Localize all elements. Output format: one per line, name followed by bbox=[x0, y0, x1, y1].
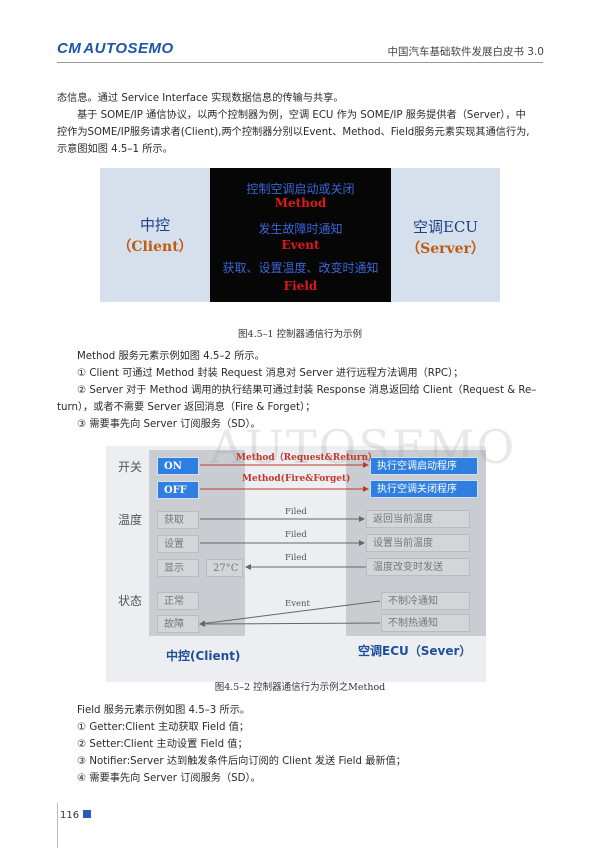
figure2-caption: 图4.5–2 控制器通信行为示例之Method bbox=[214, 682, 386, 693]
paragraph-line: 态信息。通过 Service Interface 实现数据信息的传输与共享。 bbox=[57, 93, 344, 104]
document-title: 中国汽车基础软件发展白皮书 3.0 bbox=[387, 46, 544, 58]
arrow-label-event: Event bbox=[285, 599, 310, 609]
arrow-label-filed: Filed bbox=[285, 507, 307, 517]
logo-text: AUTOSEMO bbox=[83, 40, 174, 57]
temperature-display: 27°C bbox=[206, 559, 243, 577]
paragraph-line: 基于 SOME/IP 通信协议，以两个控制器为例，空调 ECU 作为 SOME/… bbox=[77, 110, 526, 121]
server-no-cooling: 不制冷通知 bbox=[381, 592, 470, 610]
set-temp-button[interactable]: 设置 bbox=[157, 535, 199, 553]
method-description: 控制空调启动或关闭 bbox=[246, 182, 355, 196]
arrow-label-method-rr: Method（Request&Return） bbox=[236, 453, 377, 463]
paragraph-line: Method 服务元素示例如图 4.5–2 所示。 bbox=[77, 351, 265, 362]
server-footer-label: 空调ECU（Sever） bbox=[358, 644, 472, 658]
server-return-temp: 返回当前温度 bbox=[366, 510, 470, 528]
list-item: ② Setter:Client 主动设置 Field 值； bbox=[77, 739, 248, 750]
group-label-status: 状态 bbox=[118, 594, 143, 608]
arrow-label-filed: Filed bbox=[285, 530, 307, 540]
list-item: ③ 需要事先向 Server 订阅服务（SD）。 bbox=[77, 419, 261, 430]
server-block: 空调ECU （Server） bbox=[391, 216, 500, 260]
footer-divider bbox=[57, 803, 58, 848]
server-set-temp: 设置当前温度 bbox=[366, 534, 470, 552]
server-subtitle: （Server） bbox=[406, 241, 485, 257]
header-divider bbox=[57, 62, 543, 63]
arrow-event-1 bbox=[199, 600, 381, 627]
list-item: turn），或者不需要 Server 返回消息（Fire & Forget）； bbox=[57, 402, 316, 413]
event-description: 发生故障时通知 bbox=[258, 222, 343, 236]
arrow-label-method-ff: Method(Fire&Forget) bbox=[242, 474, 351, 484]
server-no-heating: 不制热通知 bbox=[381, 614, 470, 632]
logo-prefix: CM bbox=[57, 40, 82, 57]
client-block: 中控 （Client） bbox=[100, 214, 210, 258]
list-item: ④ 需要事先向 Server 订阅服务（SD）。 bbox=[77, 773, 261, 784]
field-label: Field bbox=[283, 279, 318, 293]
off-button[interactable]: OFF bbox=[157, 481, 199, 499]
page-number: 116 bbox=[60, 810, 80, 821]
on-button[interactable]: ON bbox=[157, 457, 199, 475]
paragraph-line: Field 服务元素示例如图 4.5–3 所示。 bbox=[77, 705, 251, 716]
list-item: ① Client 可通过 Method 封装 Request 消息对 Serve… bbox=[77, 368, 464, 379]
status-fault-indicator: 故障 bbox=[157, 615, 199, 633]
field-description: 获取、设置温度、改变时通知 bbox=[222, 261, 379, 275]
server-temp-change: 温度改变时发送 bbox=[366, 558, 470, 576]
arrow-label-filed: Filed bbox=[285, 553, 307, 563]
page-marker bbox=[83, 810, 91, 818]
group-label-switch: 开关 bbox=[118, 460, 143, 474]
show-temp-button[interactable]: 显示 bbox=[157, 559, 199, 577]
arrow-layer bbox=[199, 462, 381, 627]
server-title: 空调ECU bbox=[412, 218, 479, 236]
client-subtitle: （Client） bbox=[117, 239, 193, 255]
event-label: Event bbox=[281, 238, 320, 252]
get-temp-button[interactable]: 获取 bbox=[157, 511, 199, 529]
field-text-block: Field 服务元素示例如图 4.5–3 所示。 ① Getter:Client… bbox=[57, 702, 547, 787]
method-label: Method bbox=[274, 196, 327, 210]
client-title: 中控 bbox=[139, 216, 170, 234]
method-text-block: Method 服务元素示例如图 4.5–2 所示。 ① Client 可通过 M… bbox=[57, 348, 547, 433]
group-label-temperature: 温度 bbox=[118, 513, 143, 527]
client-footer-label: 中控(Client) bbox=[166, 649, 241, 663]
list-item: ② Server 对于 Method 调用的执行结果可通过封装 Response… bbox=[77, 385, 537, 396]
arrow-event-2 bbox=[199, 620, 381, 627]
status-normal-indicator: 正常 bbox=[157, 592, 199, 610]
paragraph-line: 控作为SOME/IP服务请求者(Client),两个控制器分别以Event、Me… bbox=[57, 127, 530, 138]
list-item: ① Getter:Client 主动获取 Field 值； bbox=[77, 722, 250, 733]
server-start-program: 执行空调启动程序 bbox=[370, 457, 478, 475]
paragraph-line: 示意图如图 4.5–1 所示。 bbox=[57, 144, 173, 155]
intro-text-block: 态信息。通过 Service Interface 实现数据信息的传输与共享。 基… bbox=[57, 90, 547, 158]
figure-center-panel bbox=[210, 168, 391, 302]
figure1-caption: 图4.5–1 控制器通信行为示例 bbox=[238, 329, 362, 340]
list-item: ③ Notifier:Server 达到触发条件后向订阅的 Client 发送 … bbox=[77, 756, 406, 767]
server-stop-program: 执行空调关闭程序 bbox=[370, 480, 478, 498]
